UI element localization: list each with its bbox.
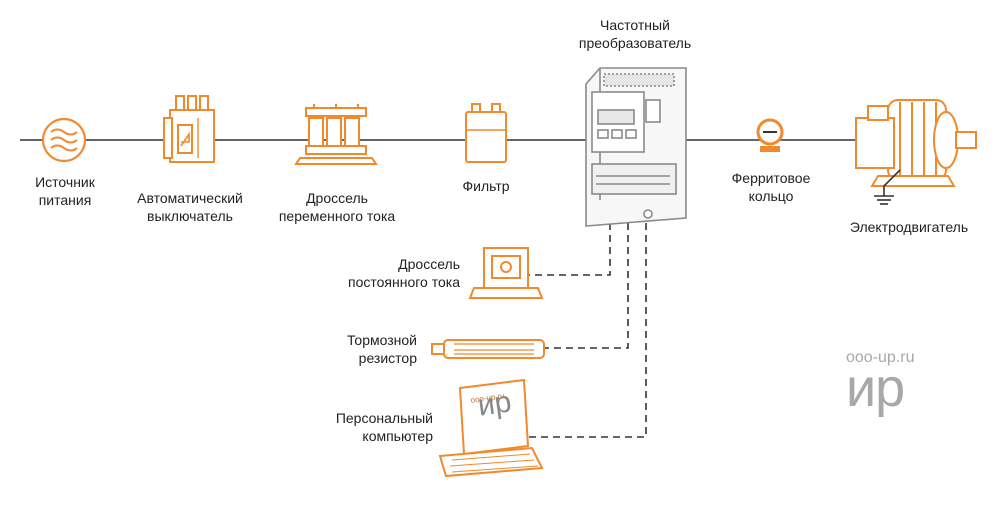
- watermark-url: ooo-up.ru: [846, 349, 915, 366]
- brake-resistor-label-line-2: резистор: [358, 350, 417, 366]
- brake-resistor-label: Тормозной резистор: [300, 331, 417, 367]
- ac-choke-icon: [294, 104, 378, 165]
- power-source-label: Источник питания: [20, 173, 110, 209]
- dc-choke-connection: [525, 223, 611, 276]
- brake-resistor-label-line-1: Тормозной: [346, 332, 417, 348]
- inverter-label: Частотный преобразователь: [560, 16, 710, 52]
- pc-label-line-1: Персональный: [335, 410, 433, 426]
- motor-icon: [855, 99, 977, 187]
- dc-choke-icon: [468, 247, 544, 299]
- inverter-label-line-2: преобразователь: [578, 35, 692, 51]
- watermark-logo: ир: [846, 358, 905, 418]
- power-source-label-line-2: питания: [38, 192, 92, 208]
- ferrite-ring-label: Ферритовое кольцо: [716, 169, 826, 205]
- power-source-icon: [41, 117, 87, 163]
- circuit-breaker-icon: [163, 95, 215, 163]
- inverter-icon: [585, 67, 687, 227]
- power-source-label-line-1: Источник: [35, 174, 95, 190]
- filter-label: Фильтр: [446, 177, 526, 195]
- filter-label-line-1: Фильтр: [462, 178, 510, 194]
- ac-choke-label-line-2: переменного тока: [278, 208, 396, 224]
- filter-icon: [465, 103, 507, 163]
- ac-choke-label: Дроссель переменного тока: [270, 189, 404, 225]
- ferrite-ring-label-line-2: кольцо: [748, 188, 794, 204]
- dc-choke-label-line-1: Дроссель: [398, 256, 460, 272]
- ac-choke-label-line-1: Дроссель: [306, 190, 368, 206]
- dashed-connections: [520, 223, 647, 438]
- ground-icon: [874, 169, 901, 205]
- circuit-breaker-label-line-2: выключатель: [147, 208, 233, 224]
- circuit-breaker-label: Автоматический выключатель: [125, 189, 255, 225]
- brake-resistor-connection: [545, 223, 629, 349]
- motor-label-line-1: Электродвигатель: [849, 219, 969, 235]
- circuit-breaker-label-line-1: Автоматический: [137, 190, 243, 206]
- pc-label: Персональный компьютер: [300, 409, 433, 445]
- pc-connection: [520, 223, 647, 438]
- pc-label-line-2: компьютер: [362, 428, 433, 444]
- ferrite-ring-icon: [756, 118, 784, 152]
- motor-label: Электродвигатель: [836, 218, 982, 236]
- ferrite-ring-label-line-1: Ферритовое: [731, 170, 811, 186]
- laptop-screen-logo: ир: [475, 385, 514, 423]
- dc-choke-label-line-2: постоянного тока: [348, 274, 460, 290]
- brake-resistor-icon: [431, 339, 545, 359]
- dc-choke-label: Дроссель постоянного тока: [320, 255, 460, 291]
- laptop-icon: [438, 378, 544, 478]
- inverter-label-line-1: Частотный: [600, 17, 670, 33]
